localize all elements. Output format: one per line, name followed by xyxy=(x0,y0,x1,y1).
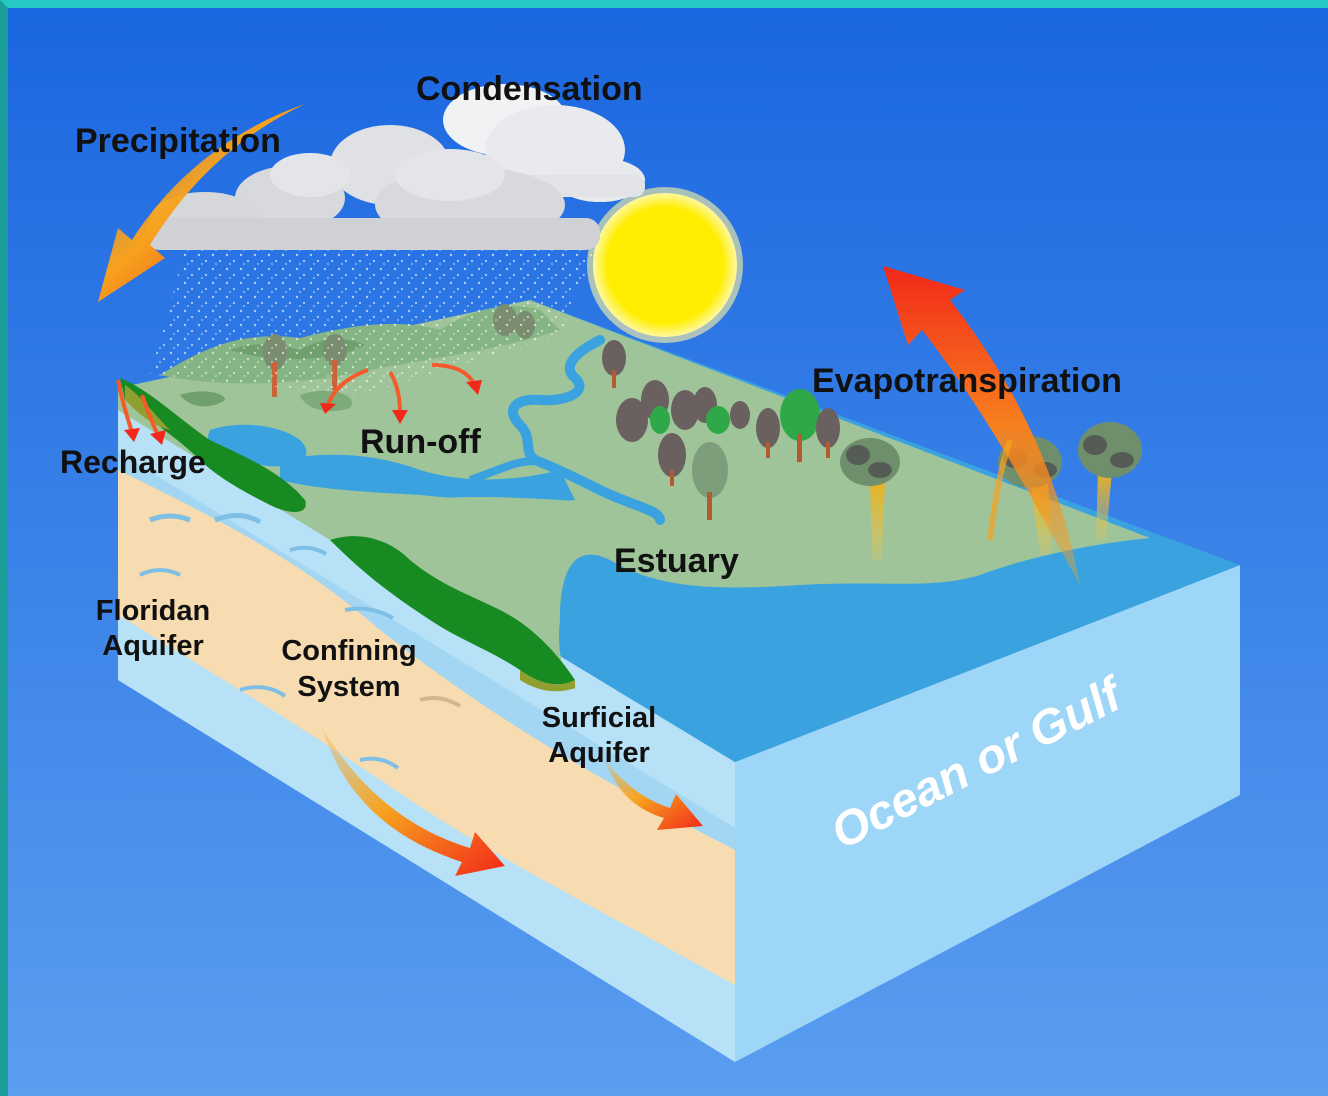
label-surficial-aquifer-line1: Surficial xyxy=(542,702,656,734)
trees xyxy=(263,304,1142,560)
label-evapotranspiration: Evapotranspiration xyxy=(812,362,1122,400)
label-surficial-aquifer-line2: Aquifer xyxy=(548,737,650,769)
block-ocean-face xyxy=(735,565,1240,1062)
precipitation-arrow xyxy=(98,104,305,302)
sun xyxy=(593,193,737,337)
recharge-arrows xyxy=(116,379,166,445)
confining-band xyxy=(118,470,735,985)
label-recharge: Recharge xyxy=(60,444,206,480)
rain xyxy=(150,250,595,395)
label-condensation: Condensation xyxy=(416,70,643,108)
label-confining-system-line2: System xyxy=(297,671,400,703)
evapotranspiration-arrow xyxy=(883,266,1080,585)
cloud xyxy=(145,84,645,250)
label-estuary: Estuary xyxy=(614,542,739,580)
green-ridge-upper xyxy=(120,378,306,512)
label-confining-system-line1: Confining xyxy=(281,635,416,667)
run-off-arrows xyxy=(320,363,482,424)
label-precipitation: Precipitation xyxy=(75,122,281,160)
surficial-flow-arrow xyxy=(605,760,703,830)
label-floridan-aquifer-line2: Aquifer xyxy=(102,630,204,662)
confining-flow-arrow xyxy=(322,728,505,876)
green-ridge-lower xyxy=(330,536,575,685)
block-front-face xyxy=(118,388,735,1062)
label-run-off: Run-off xyxy=(360,423,482,461)
label-floridan-aquifer-line1: Floridan xyxy=(96,595,210,627)
